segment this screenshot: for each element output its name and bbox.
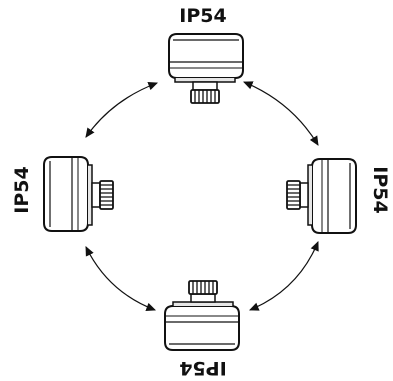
label-bottom: IP54 bbox=[179, 357, 226, 379]
label-top: IP54 bbox=[179, 5, 226, 27]
actuator-bottom bbox=[164, 280, 240, 351]
label-left: IP54 bbox=[11, 166, 33, 213]
arrow-top-right bbox=[243, 81, 319, 146]
arrow-left-bottom bbox=[85, 246, 157, 311]
actuator-left bbox=[43, 156, 114, 232]
label-right: IP54 bbox=[369, 166, 391, 213]
actuator-top bbox=[168, 33, 244, 104]
arrow-right-bottom bbox=[249, 241, 319, 311]
rotation-arrows bbox=[85, 81, 319, 311]
arrow-top-left bbox=[85, 82, 159, 138]
actuator-right bbox=[286, 158, 357, 234]
